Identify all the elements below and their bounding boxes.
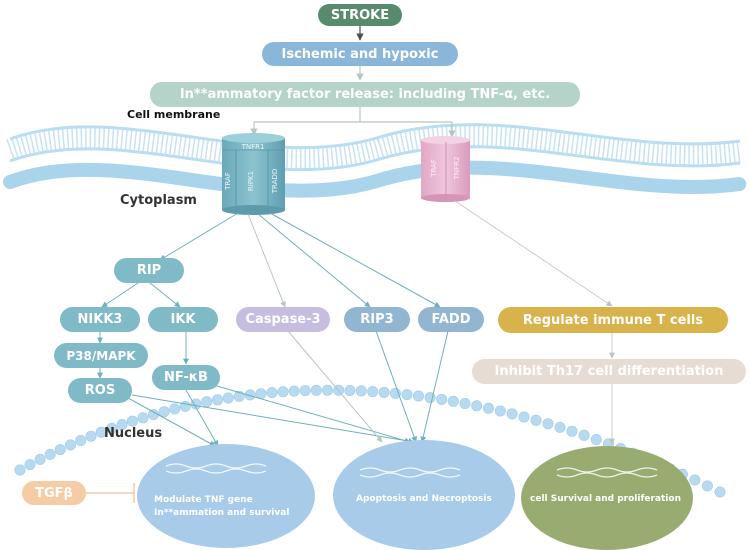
- rip-node: RIP: [114, 258, 184, 283]
- cell-membrane-label: Cell membrane: [127, 108, 221, 121]
- nfkb-node: NF-κB: [152, 365, 220, 390]
- release-node: In**ammatory factor release: including T…: [150, 82, 580, 107]
- tnfr2-label: TNFR2: [453, 157, 461, 181]
- nikk3-node: NIKK3: [60, 307, 140, 332]
- p38-mapk-node: P38/MAPK: [54, 343, 148, 368]
- ripk1-label: RIPK1: [247, 171, 255, 191]
- modulate-label-line1: Modulate TNF gene: [154, 495, 253, 505]
- ischemic-node: Ischemic and hypoxic: [262, 42, 458, 66]
- stroke-node: STROKE: [318, 4, 402, 26]
- ros-node: ROS: [68, 378, 132, 403]
- ikk-node: IKK: [148, 307, 218, 332]
- tnfr1-receptor: [222, 133, 285, 215]
- apoptosis-ellipse: [333, 440, 515, 550]
- apoptosis-label: Apoptosis and Necroptosis: [356, 494, 492, 504]
- caspase3-node: Caspase-3: [236, 307, 330, 332]
- modulate-label-line2: In**ammation and survival: [154, 508, 290, 518]
- rip3-node: RIP3: [344, 307, 410, 332]
- fadd-node: FADD: [418, 307, 484, 332]
- survival-label: cell Survival and proliferation: [530, 494, 681, 504]
- traf-label: TRAF: [224, 172, 232, 191]
- cytoplasm-label: Cytoplasm: [120, 193, 197, 208]
- survival-ellipse: [521, 446, 693, 550]
- inhibit-th17-node: Inhibit Th17 cell differentiation: [472, 359, 746, 384]
- modulate-ellipse: [137, 444, 315, 548]
- tnfr2-receptor: [421, 136, 470, 202]
- tnfr1-label: TNFR1: [241, 143, 265, 151]
- tradd-label: TRADD: [271, 169, 279, 194]
- tnfr2-traf-label: TRAF: [430, 159, 438, 178]
- nucleus-label: Nucleus: [104, 426, 163, 441]
- tgfb-node: TGFβ: [22, 481, 86, 505]
- cell-membrane: [3, 123, 747, 198]
- regulate-t-cells-node: Regulate immune T cells: [498, 307, 728, 333]
